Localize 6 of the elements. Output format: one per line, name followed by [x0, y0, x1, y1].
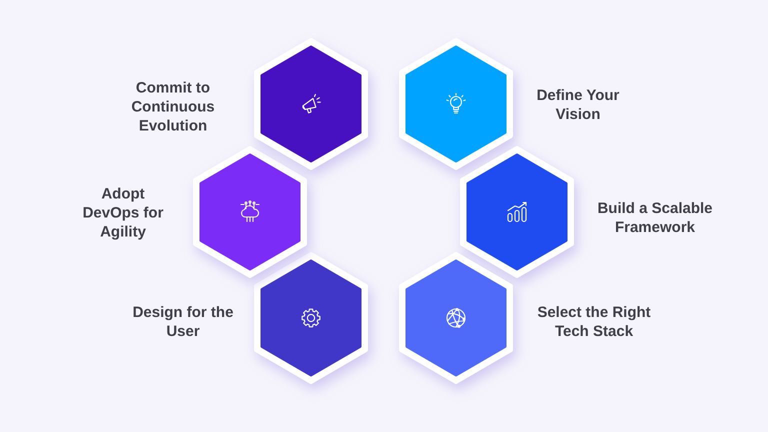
step-title: Build a Scalable Framework	[596, 199, 714, 237]
step-title: Design for the User	[132, 303, 234, 341]
step-title: Commit to Continuous Evolution	[130, 78, 216, 136]
step-title: Adopt DevOps for Agility	[82, 184, 164, 242]
step-title: Select the Right Tech Stack	[536, 303, 652, 341]
step-title: Define Your Vision	[536, 86, 620, 124]
